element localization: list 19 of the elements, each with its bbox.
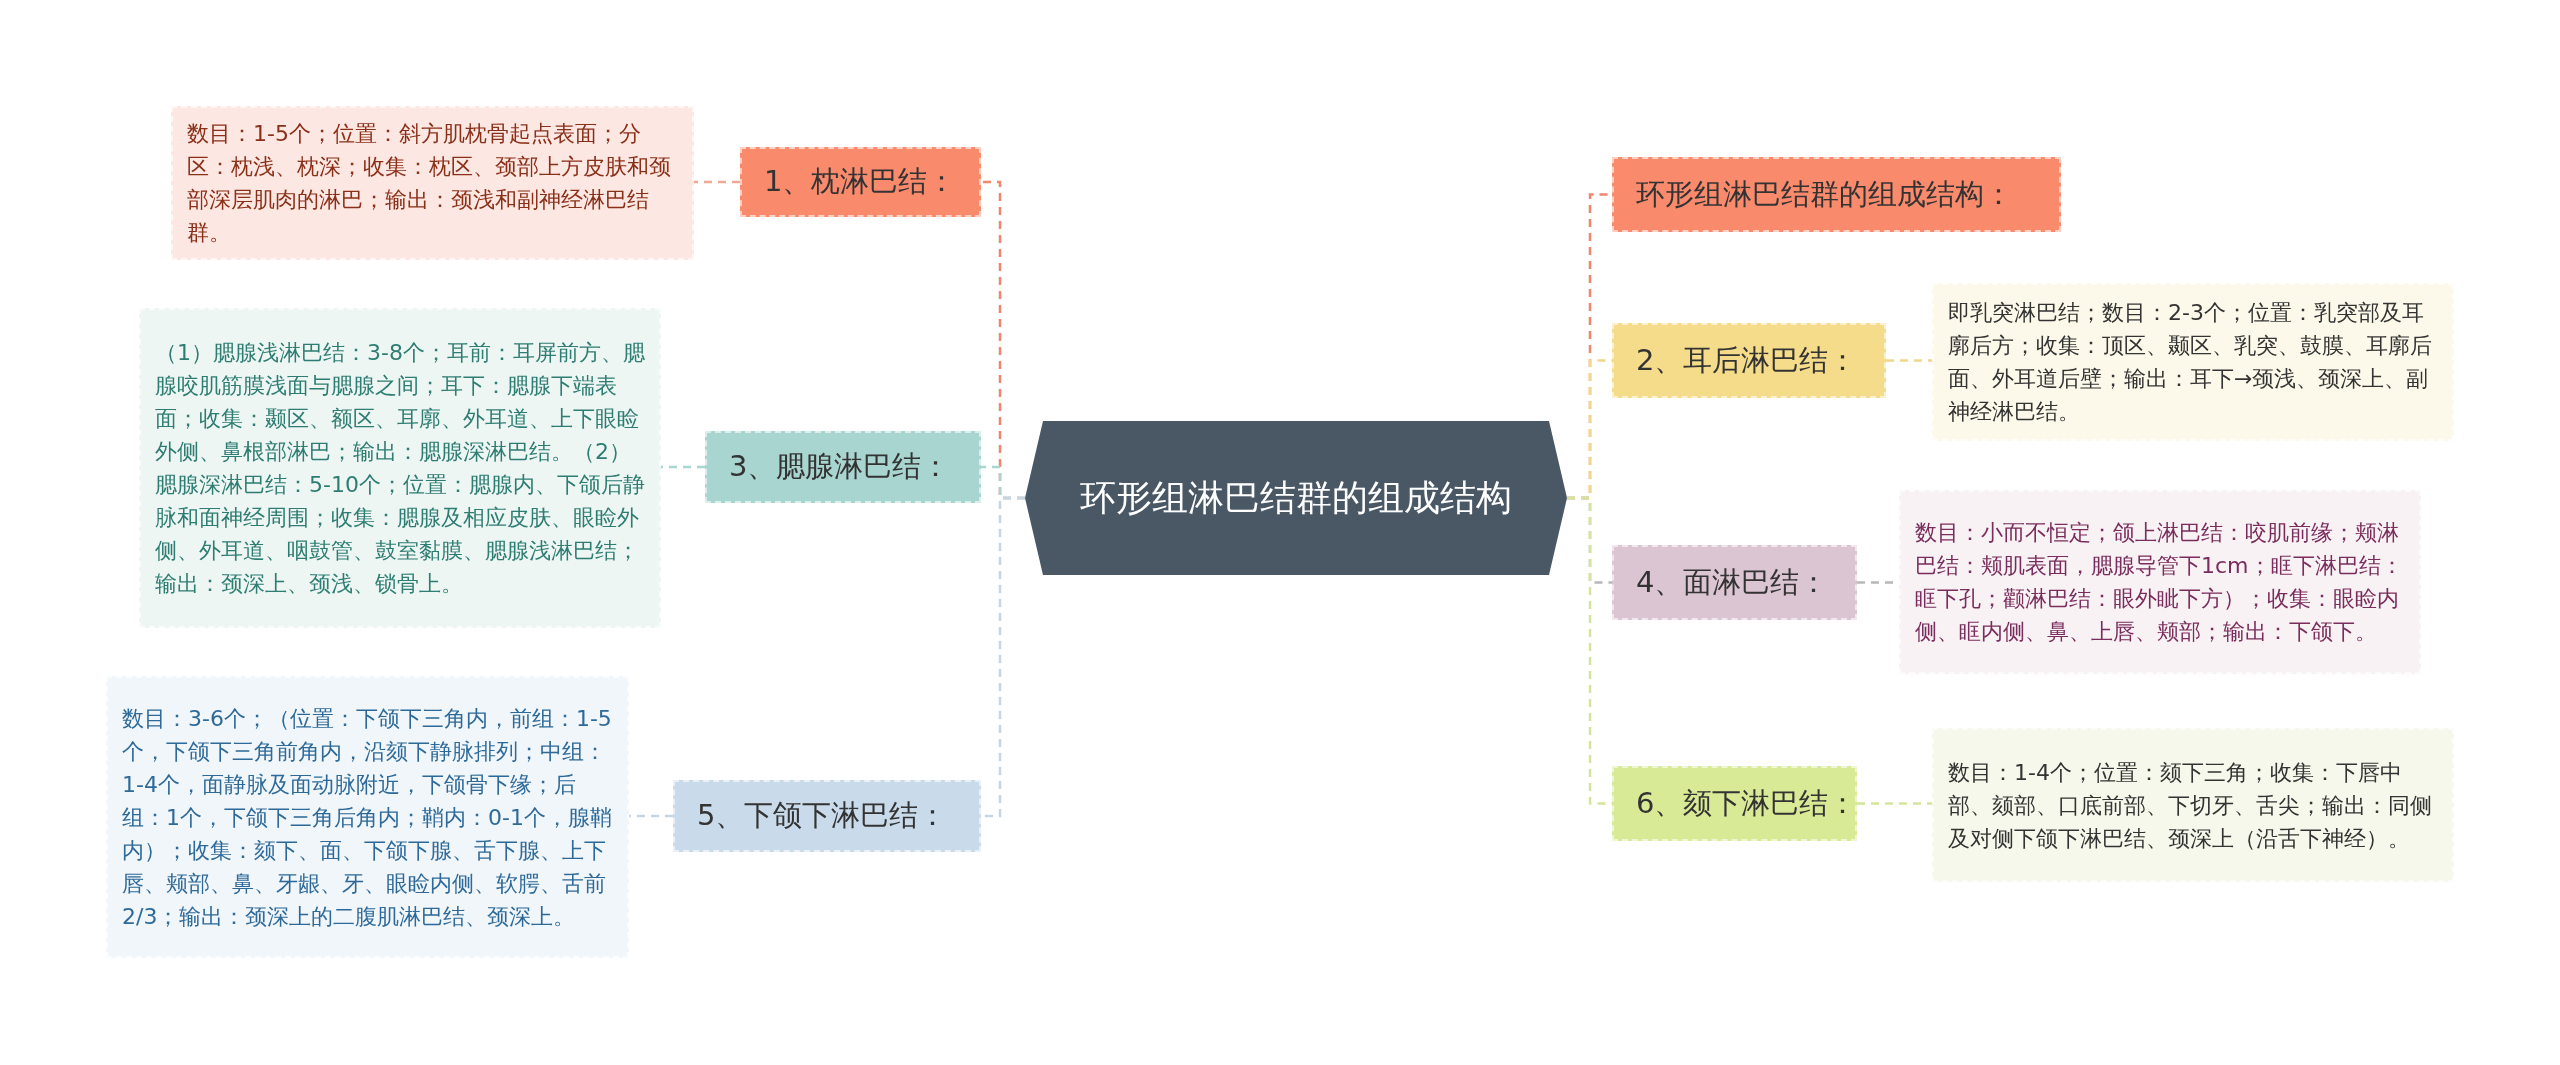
connector-line bbox=[661, 465, 705, 469]
connector-line bbox=[629, 814, 673, 818]
note-box: 数目：1-5个；位置：斜方肌枕骨起点表面；分区：枕浅、枕深；收集：枕区、颈部上方皮肤和颈部深层肌肉的淋巴；输出：颈浅和副神经淋巴结群。 bbox=[171, 106, 694, 260]
note-box: 数目：1-4个；位置：颏下三角；收集：下唇中部、颏部、口底前部、下切牙、舌尖；输出：同侧及对侧下颌下淋巴结、颈深上（沿舌下神经）。 bbox=[1932, 728, 2454, 882]
topic-box: 5、下颌下淋巴结： bbox=[673, 780, 981, 852]
connector-line bbox=[1886, 359, 1932, 362]
topic-box: 6、颏下淋巴结： bbox=[1612, 766, 1857, 841]
topic-box: 1、枕淋巴结： bbox=[740, 147, 981, 217]
topic-box: 2、耳后淋巴结： bbox=[1612, 323, 1886, 398]
topic-box: 3、腮腺淋巴结： bbox=[705, 431, 981, 503]
connector-line bbox=[694, 180, 740, 184]
note-box: 数目：小而不恒定；颌上淋巴结：咬肌前缘；颊淋巴结：颊肌表面，腮腺导管下1cm；眶下淋巴结：眶下孔；颧淋巴结：眼外眦下方）；收集：眼睑内侧、眶内侧、鼻、上唇、颊部；输出：下颌下。 bbox=[1899, 490, 2421, 674]
topic-box: 4、面淋巴结： bbox=[1612, 545, 1857, 620]
note-box: 即乳突淋巴结；数目：2-3个；位置：乳突部及耳廓后方；收集：顶区、颞区、乳突、鼓膜、耳廓后面、外耳道后壁；输出：耳下→颈浅、颈深上、副神经淋巴结。 bbox=[1932, 283, 2454, 441]
topic-box: 环形组淋巴结群的组成结构： bbox=[1612, 157, 2061, 232]
connector-line bbox=[1857, 802, 1932, 805]
central-topic: 环形组淋巴结群的组成结构 bbox=[1025, 421, 1567, 575]
note-box: （1）腮腺浅淋巴结：3-8个；耳前：耳屏前方、腮腺咬肌筋膜浅面与腮腺之间；耳下：腮腺下端表面；收集：颞区、额区、耳廓、外耳道、上下眼睑外侧、鼻根部淋巴；输出：腮腺深淋巴结。（2）腮腺深淋巴结：5-10个；位置：腮腺内、下颌后静脉和面神经周围；收集：腮腺及相应皮肤、眼睑外侧、外耳道、咽鼓管、鼓室黏膜、腮腺浅淋巴结；输出：颈深上、颈浅、锁骨上。 bbox=[139, 308, 661, 628]
note-box: 数目：3-6个；（位置：下颌下三角内，前组：1-5个，下颌下三角前角内，沿颏下静脉排列；中组：1-4个，面静脉及面动脉附近，下颌骨下缘；后组：1个，下颌下三角后角内；鞘内：0-1个，腺鞘内）；收集：颏下、面、下颌下腺、舌下腺、上下唇、颊部、鼻、牙龈、牙、眼睑内侧、软腭、舌前2/3；输出：颈深上的二腹肌淋巴结、颈深上。 bbox=[106, 676, 629, 958]
